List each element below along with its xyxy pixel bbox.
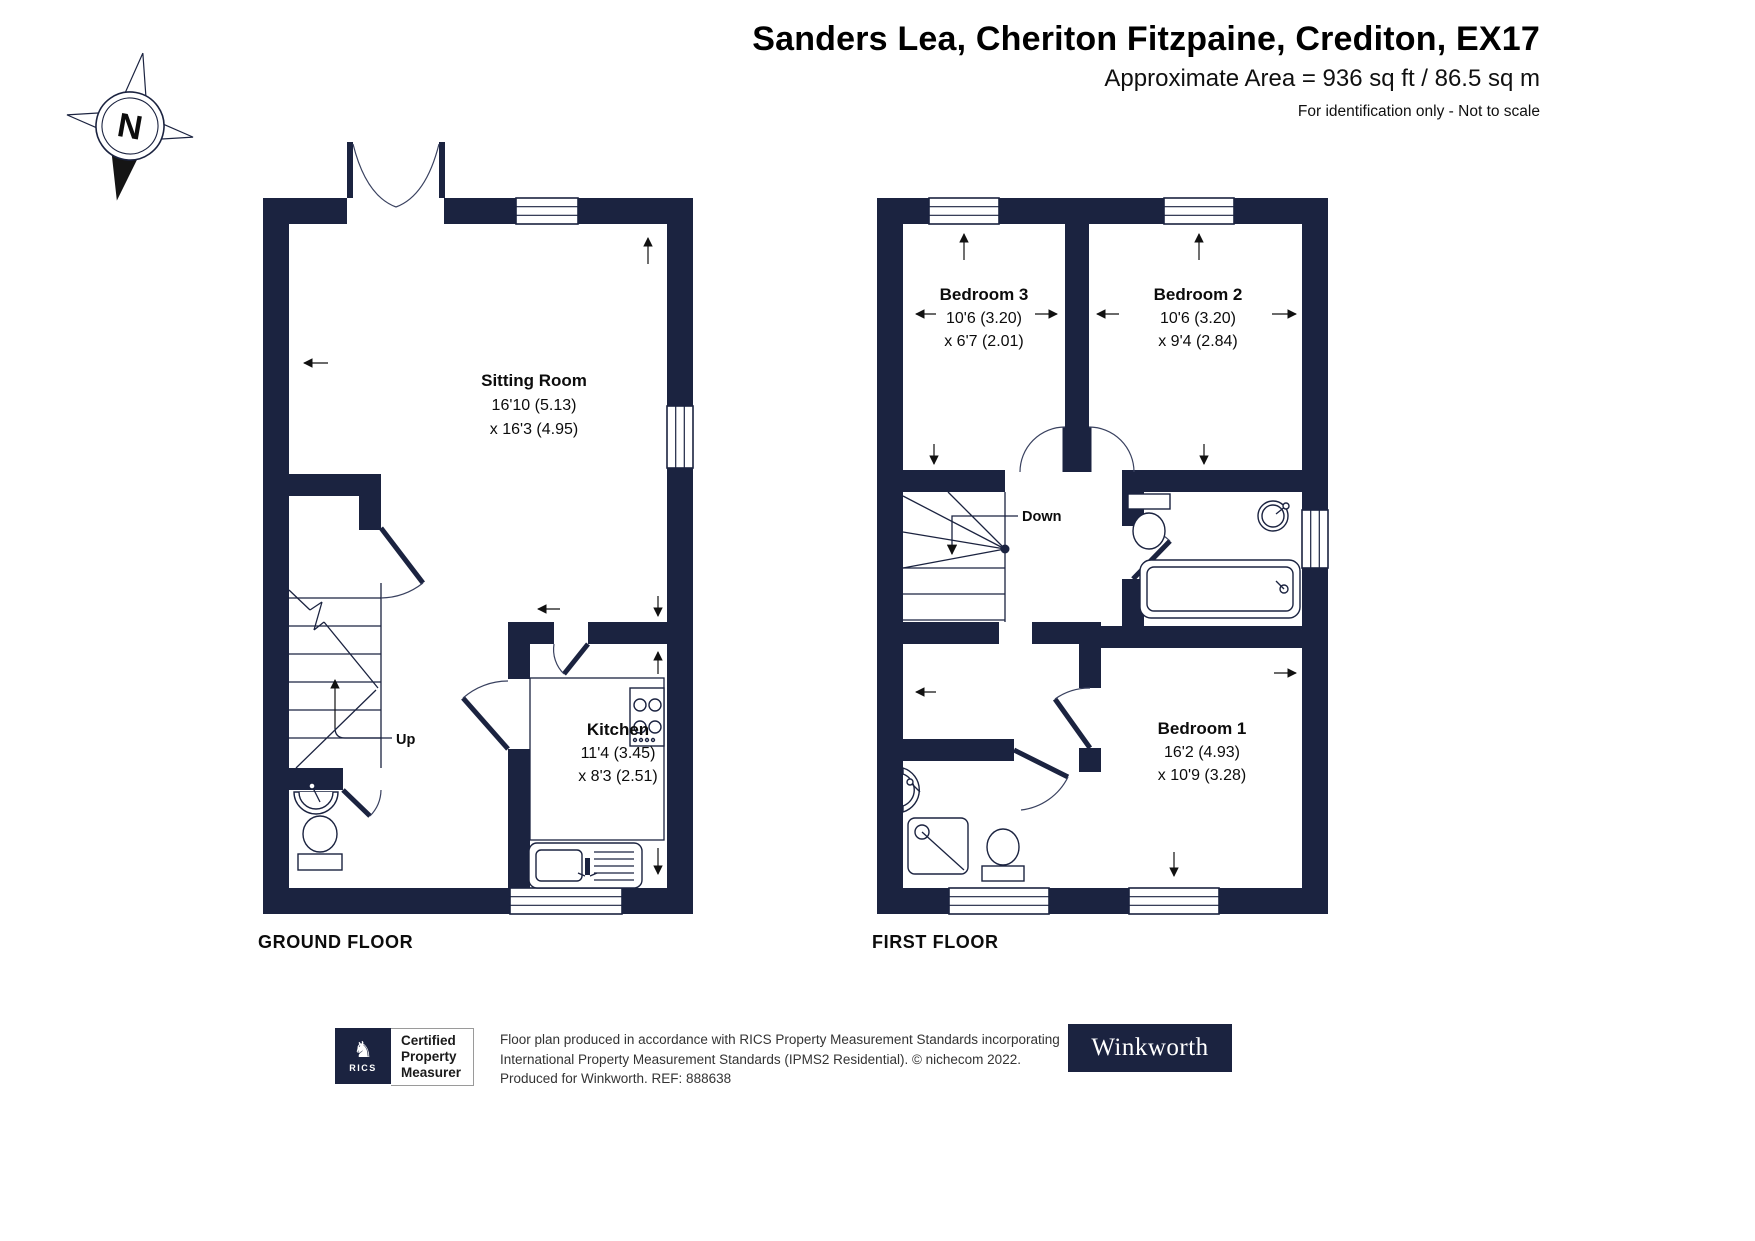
ground-walls [263, 198, 693, 914]
svg-text:Bedroom 2: Bedroom 2 [1154, 285, 1243, 304]
ground-stairs [288, 583, 392, 769]
identification-note: For identification only - Not to scale [1297, 103, 1540, 120]
rics-lion-icon: ♞ [353, 1037, 373, 1062]
disclaimer: Floor plan produced in accordance with R… [500, 1030, 1060, 1089]
stairs-up-label: Up [396, 732, 415, 748]
bathroom-toilet-icon [1127, 493, 1171, 550]
disclaimer-line: Produced for Winkworth. REF: 888638 [500, 1071, 732, 1086]
ensuite-toilet-icon [981, 828, 1025, 882]
hob-icon [629, 687, 665, 747]
certification-line: Measurer [401, 1065, 462, 1080]
svg-text:10'6 (3.20): 10'6 (3.20) [1160, 310, 1236, 327]
certification-line: Certified [401, 1033, 456, 1048]
shower-icon [907, 817, 969, 875]
bath-icon [1139, 559, 1301, 619]
kitchen-label: Kitchen 11'4 (3.45) x 8'3 (2.51) [578, 720, 658, 785]
svg-text:x 6'7 (2.01): x 6'7 (2.01) [944, 333, 1024, 350]
svg-text:Sitting Room: Sitting Room [481, 371, 587, 390]
svg-text:x 16'3 (4.95): x 16'3 (4.95) [490, 421, 578, 438]
winkworth-logo: Winkworth [1068, 1024, 1232, 1072]
svg-text:16'10 (5.13): 16'10 (5.13) [492, 397, 577, 414]
wc-toilet-icon [297, 815, 343, 871]
approximate-area: Approximate Area = 936 sq ft / 86.5 sq m [1104, 65, 1540, 92]
svg-text:x 10'9 (3.28): x 10'9 (3.28) [1158, 767, 1246, 784]
svg-text:x 9'4 (2.84): x 9'4 (2.84) [1158, 333, 1238, 350]
sink-icon [528, 842, 643, 889]
first-floor-label: FIRST FLOOR [872, 932, 999, 952]
page-title: Sanders Lea, Cheriton Fitzpaine, Credito… [752, 20, 1540, 58]
stairs-down-label: Down [1022, 509, 1061, 525]
ground-windows [509, 197, 694, 915]
ground-floor-label: GROUND FLOOR [258, 932, 414, 952]
rics-badge: ♞ RICS Certified Property Measurer [335, 1028, 475, 1086]
disclaimer-line: International Property Measurement Stand… [500, 1051, 1021, 1067]
bedroom2-label: Bedroom 2 10'6 (3.20) x 9'4 (2.84) [1154, 285, 1243, 350]
french-doors-icon [347, 142, 445, 208]
sitting-room-label: Sitting Room 16'10 (5.13) x 16'3 (4.95) [481, 371, 587, 438]
ground-dimension-arrows [303, 237, 663, 875]
bedroom1-label: Bedroom 1 16'2 (4.93) x 10'9 (3.28) [1158, 719, 1247, 784]
bathroom-basin-icon [1257, 500, 1290, 532]
rics-brand: RICS [349, 1063, 377, 1073]
certification-line: Property [401, 1049, 457, 1064]
header: Sanders Lea, Cheriton Fitzpaine, Credito… [752, 20, 1540, 121]
svg-text:Kitchen: Kitchen [587, 720, 649, 739]
ensuite-basin-icon [902, 767, 921, 813]
svg-text:10'6 (3.20): 10'6 (3.20) [946, 310, 1022, 327]
svg-text:Bedroom 1: Bedroom 1 [1158, 719, 1247, 738]
rics-certification-text: Certified Property Measurer [391, 1028, 475, 1086]
svg-text:Bedroom 3: Bedroom 3 [940, 285, 1029, 304]
first-dimension-arrows [915, 233, 1297, 877]
disclaimer-line: Floor plan produced in accordance with R… [500, 1032, 1060, 1047]
kitchen-counter [529, 677, 665, 841]
ground-floor-plan: Up [263, 142, 694, 915]
first-stairs [902, 491, 1018, 622]
wc-basin-icon [293, 782, 339, 815]
compass-icon: N [66, 52, 194, 201]
first-windows [928, 197, 1329, 915]
ground-doors [341, 526, 590, 818]
winkworth-logo-text: Winkworth [1091, 1034, 1209, 1061]
svg-text:16'2 (4.93): 16'2 (4.93) [1164, 744, 1240, 761]
svg-text:x 8'3 (2.51): x 8'3 (2.51) [578, 768, 658, 785]
first-walls [877, 198, 1328, 914]
svg-text:11'4 (3.45): 11'4 (3.45) [581, 745, 656, 762]
bedroom3-label: Bedroom 3 10'6 (3.20) x 6'7 (2.01) [940, 285, 1029, 350]
first-floor-plan: Down [877, 197, 1329, 915]
rics-logo-icon: ♞ RICS [335, 1028, 391, 1084]
